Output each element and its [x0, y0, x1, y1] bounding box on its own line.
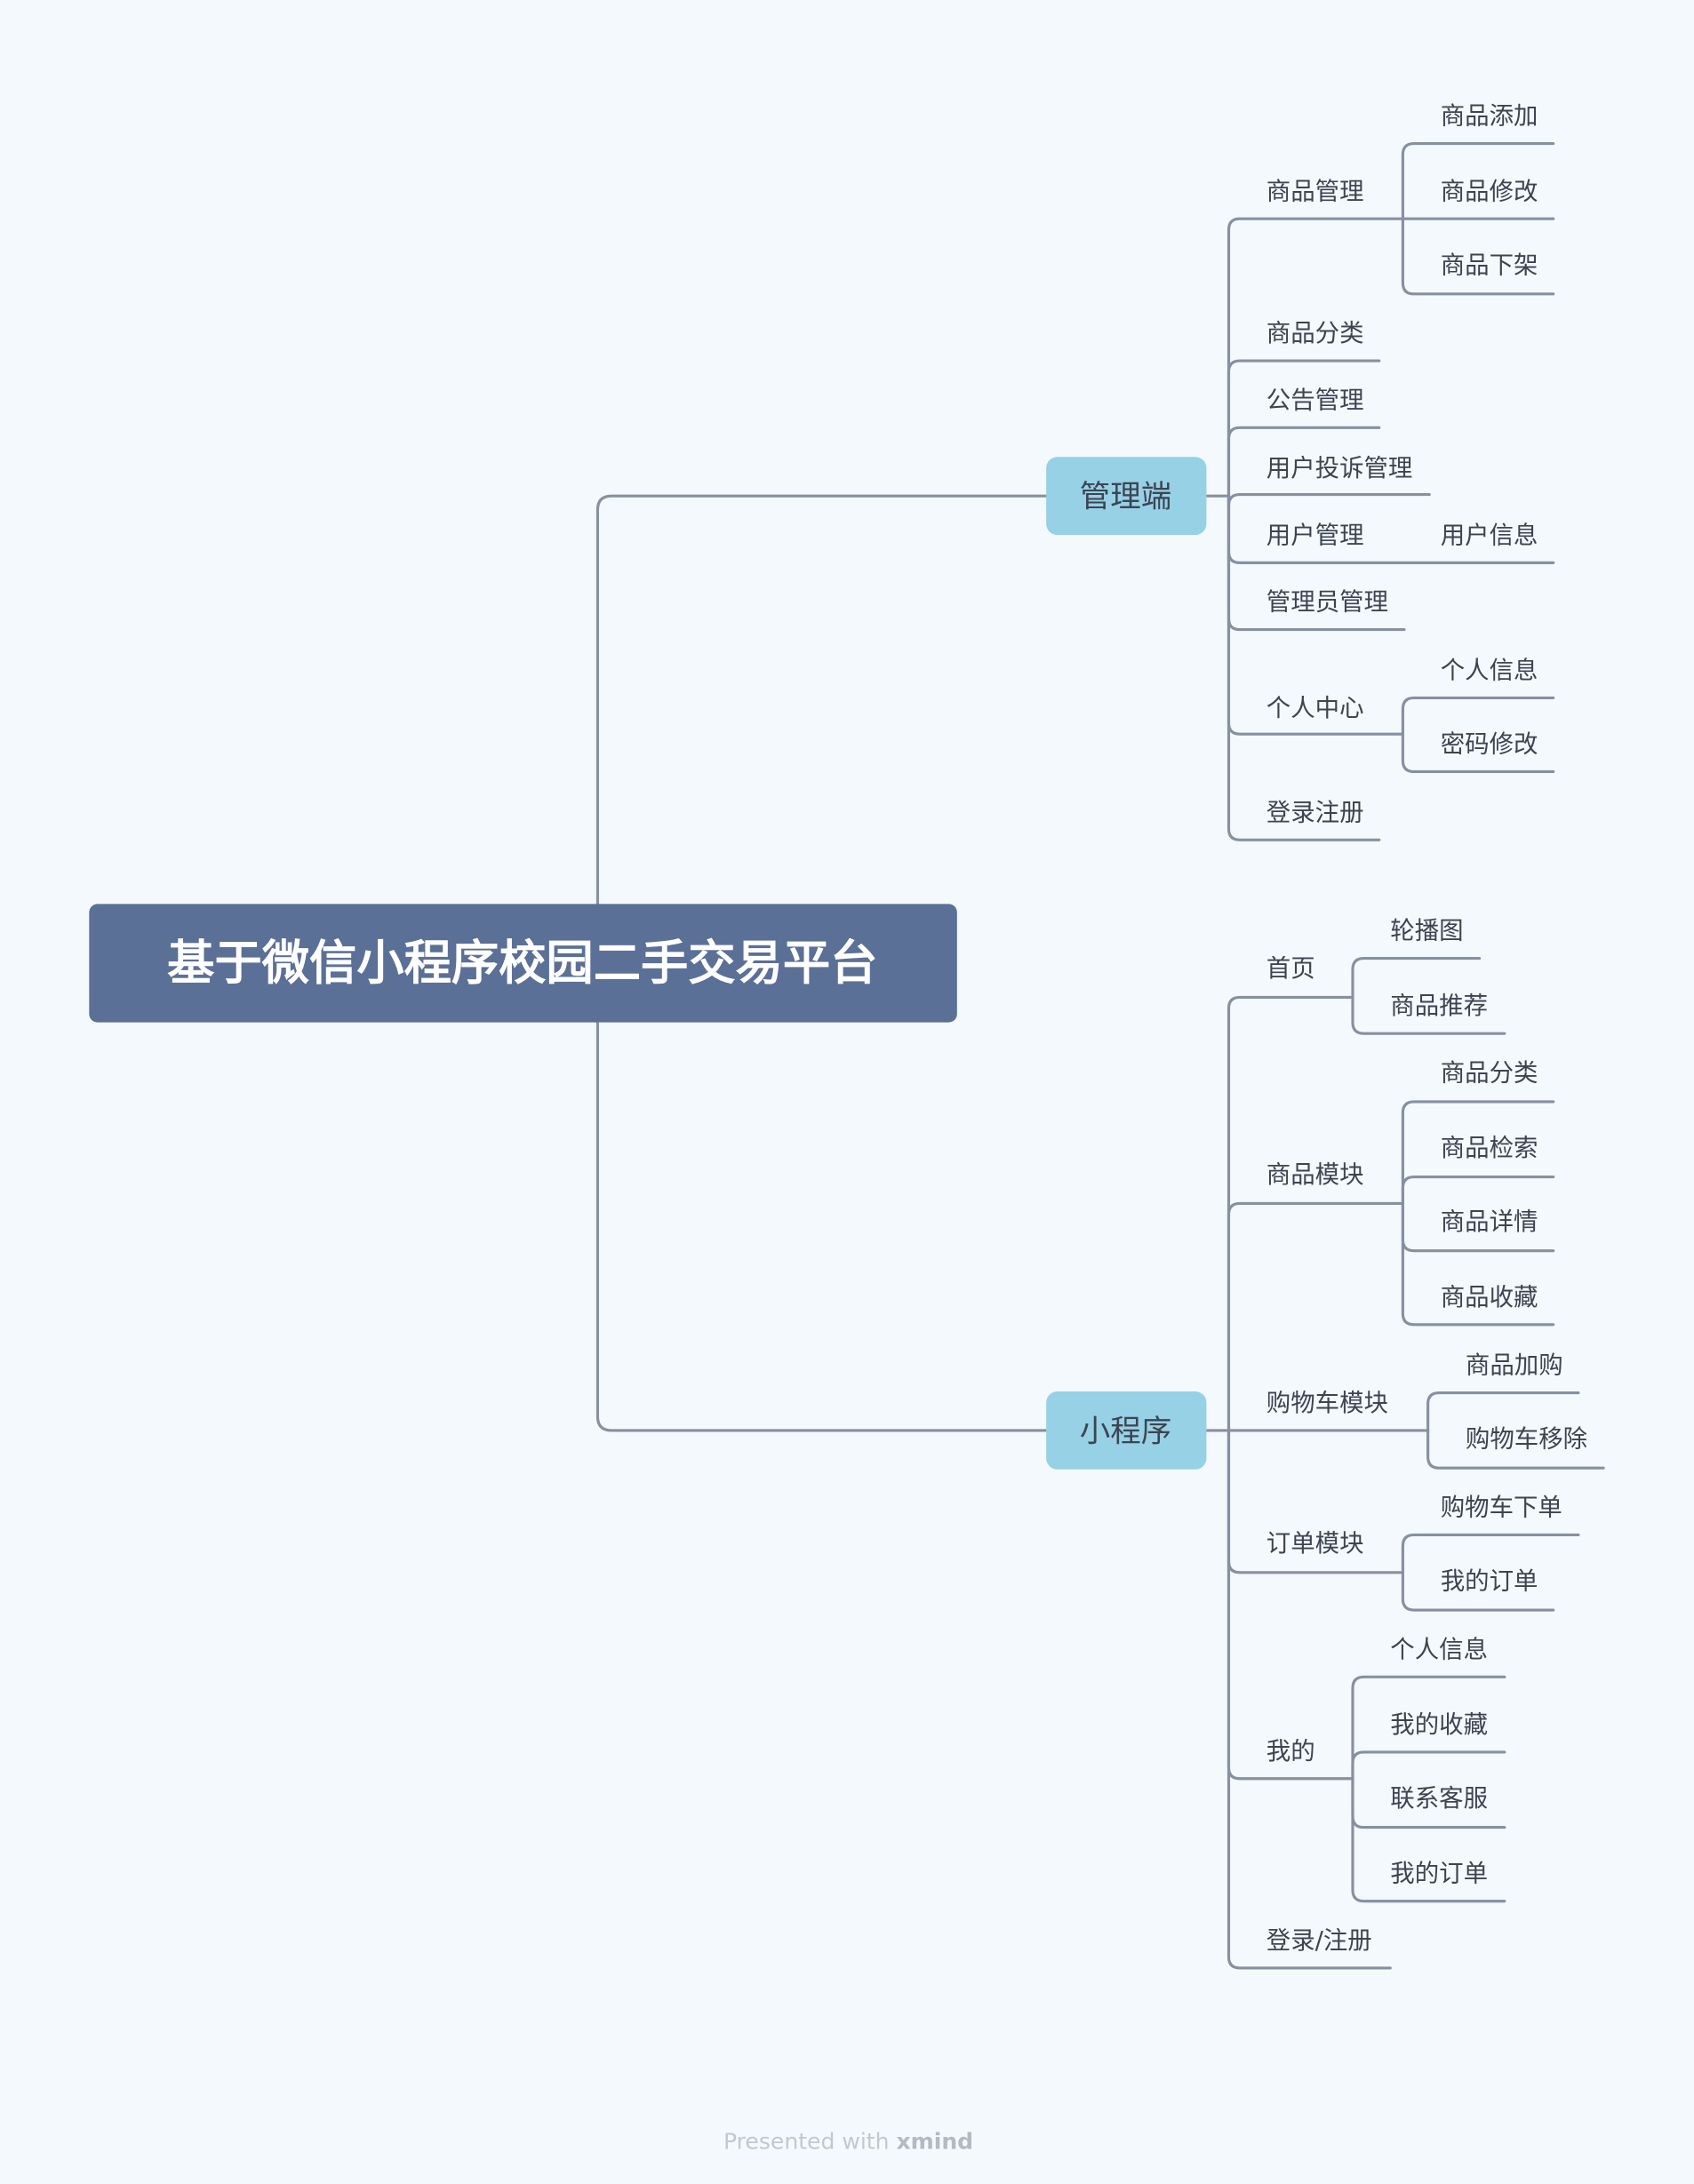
- subtopic[interactable]: 商品收藏: [1441, 1284, 1538, 1311]
- topic[interactable]: 商品分类: [1267, 320, 1364, 347]
- root-to-admin-connector: [595, 494, 1048, 905]
- subtopic-connector: [1351, 1777, 1506, 1903]
- topic[interactable]: 个人中心: [1267, 695, 1364, 722]
- topic[interactable]: 订单模块: [1267, 1530, 1364, 1558]
- root-to-mini-connector: [595, 1021, 1048, 1432]
- root-topic[interactable]: 基于微信小程序校园二手交易平台: [89, 904, 957, 1023]
- xmind-logo: xmind: [896, 2129, 973, 2155]
- topic[interactable]: 首页: [1267, 955, 1315, 983]
- subtopic[interactable]: 联系客服: [1390, 1785, 1488, 1813]
- subtopic[interactable]: 个人信息: [1390, 1636, 1488, 1663]
- subtopic-connector: [1401, 732, 1555, 774]
- topic[interactable]: 用户投诉管理: [1267, 455, 1413, 482]
- topic[interactable]: 商品模块: [1267, 1161, 1364, 1189]
- subtopic[interactable]: 购物车下单: [1441, 1495, 1562, 1522]
- branch-mini-program-label: 小程序: [1080, 1414, 1171, 1449]
- branch-admin-label: 管理端: [1080, 480, 1171, 515]
- subtopic[interactable]: 用户信息: [1441, 522, 1538, 549]
- topic-connector: [1227, 493, 1431, 506]
- subtopic[interactable]: 商品修改: [1441, 178, 1538, 205]
- topic[interactable]: 登录注册: [1267, 799, 1364, 826]
- subtopic-connector: [1401, 217, 1555, 296]
- topic[interactable]: 购物车模块: [1267, 1390, 1388, 1417]
- subtopic[interactable]: 个人信息: [1441, 657, 1538, 684]
- subtopic[interactable]: 我的订单: [1390, 1861, 1488, 1888]
- topic[interactable]: 公告管理: [1267, 387, 1364, 414]
- subtopic[interactable]: 我的收藏: [1390, 1711, 1488, 1739]
- topic[interactable]: 我的: [1267, 1738, 1315, 1766]
- subtopic-connector: [1401, 1533, 1580, 1574]
- subtopic-connector: [1351, 1750, 1506, 1781]
- subtopic-connector: [1401, 1571, 1555, 1612]
- subtopic-connector: [1401, 1176, 1555, 1205]
- subtopic[interactable]: 商品加购: [1466, 1352, 1563, 1380]
- subtopic[interactable]: 轮播图: [1390, 918, 1463, 945]
- topic[interactable]: 商品管理: [1267, 178, 1364, 205]
- subtopic[interactable]: 商品添加: [1441, 103, 1538, 131]
- topic-connector: [1227, 426, 1381, 498]
- subtopic[interactable]: 商品推荐: [1390, 992, 1488, 1020]
- connectors: [595, 142, 1605, 1970]
- topic-connector: [1227, 995, 1354, 1432]
- footer-prefix: Presented with: [723, 2129, 896, 2155]
- subtopic[interactable]: 商品下架: [1441, 251, 1538, 279]
- subtopic[interactable]: 商品分类: [1441, 1059, 1538, 1087]
- topic[interactable]: 登录/注册: [1267, 1927, 1372, 1955]
- topic-connector: [1227, 494, 1381, 841]
- topic-connector: [1227, 1429, 1354, 1781]
- subtopic-connector: [1401, 696, 1555, 736]
- topic-connector: [1227, 217, 1404, 498]
- subtopic-connector: [1401, 142, 1555, 220]
- subtopic[interactable]: 购物车移除: [1466, 1426, 1587, 1454]
- topic[interactable]: 用户管理: [1267, 522, 1364, 549]
- subtopic-connector: [1426, 1391, 1580, 1432]
- topic-connector: [1227, 1429, 1392, 1970]
- subtopic-connector: [1351, 1675, 1506, 1781]
- subtopic[interactable]: 商品检索: [1441, 1135, 1538, 1162]
- subtopic-connector: [1351, 956, 1482, 999]
- root-topic-label: 基于微信小程序校园二手交易平台: [167, 936, 877, 991]
- branch-admin[interactable]: 管理端: [1046, 457, 1207, 536]
- subtopic[interactable]: 我的订单: [1441, 1568, 1538, 1596]
- subtopic[interactable]: 密码修改: [1441, 731, 1538, 759]
- subtopic-connector: [1401, 1201, 1555, 1327]
- topic-connector: [1227, 1201, 1404, 1432]
- subtopic-connector: [1426, 1429, 1605, 1470]
- branch-mini-program[interactable]: 小程序: [1046, 1391, 1207, 1470]
- subtopic[interactable]: 商品详情: [1441, 1208, 1538, 1236]
- topic-connector: [1227, 359, 1381, 498]
- topic[interactable]: 管理员管理: [1267, 589, 1388, 617]
- subtopic-connector: [1351, 995, 1506, 1035]
- footer-credit: Presented with xmind: [723, 2129, 973, 2155]
- subtopic-connector: [1401, 1100, 1555, 1205]
